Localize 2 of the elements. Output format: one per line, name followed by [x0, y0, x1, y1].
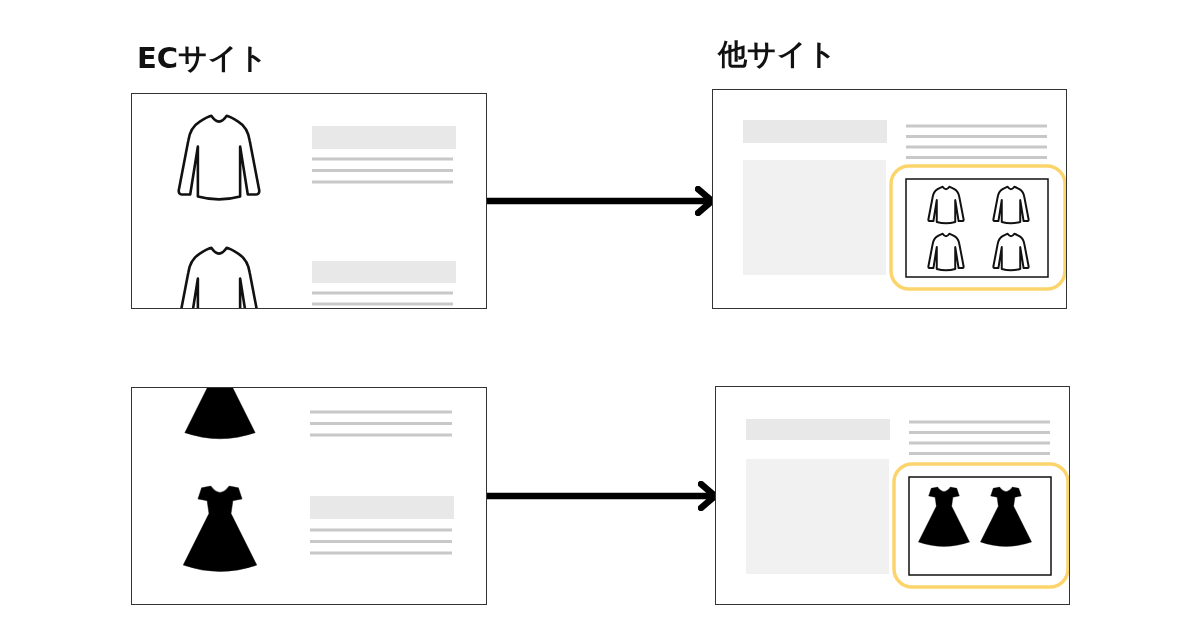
column-heading: 他サイト: [718, 36, 837, 72]
column-heading: ECサイト: [137, 40, 269, 76]
